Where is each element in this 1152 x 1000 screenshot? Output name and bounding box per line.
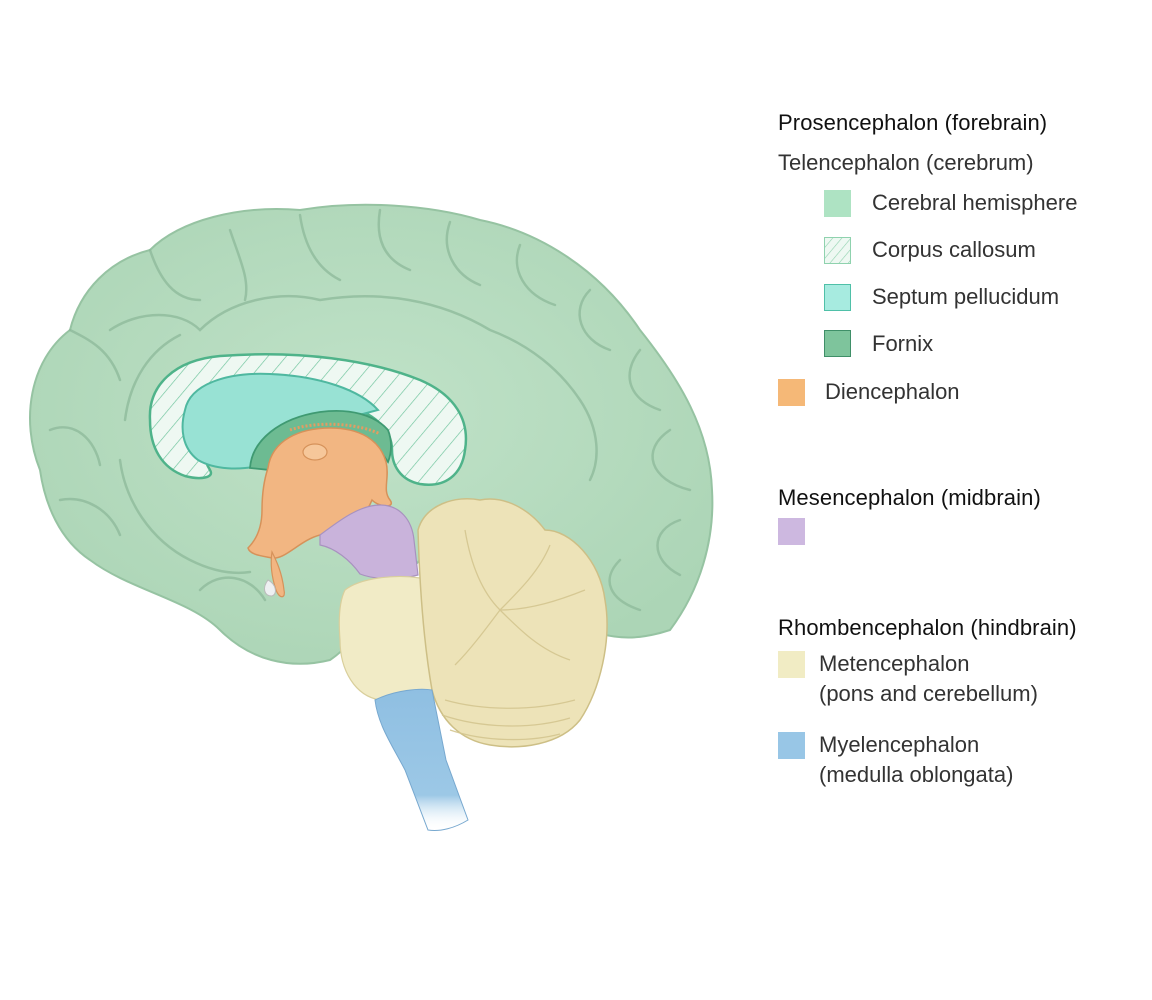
legend-label-myelencephalon: Myelencephalon [819, 732, 980, 757]
legend-label-myelencephalon-detail: (medulla oblongata) [819, 762, 1014, 787]
legend-label-diencephalon: Diencephalon [825, 379, 960, 404]
legend-subheading-telencephalon: Telencephalon (cerebrum) [778, 150, 1034, 175]
diencephalon [247, 422, 393, 598]
legend-label-metencephalon-detail: (pons and cerebellum) [819, 681, 1038, 706]
brain-midsagittal-illustration [29, 203, 714, 831]
swatch-fornix [824, 330, 851, 357]
legend-heading-rhombencephalon: Rhombencephalon (hindbrain) [778, 615, 1077, 640]
mesencephalon-midbrain [319, 504, 419, 580]
legend-label-corpus-callosum: Corpus callosum [872, 237, 1036, 262]
swatch-myelencephalon [778, 732, 805, 759]
swatch-mesencephalon [778, 518, 805, 545]
swatch-metencephalon [778, 651, 805, 678]
myelencephalon-medulla [374, 688, 469, 831]
swatch-corpus-callosum [824, 237, 851, 264]
legend-heading-prosencephalon: Prosencephalon (forebrain) [778, 110, 1048, 135]
legend-label-septum-pellucidum: Septum pellucidum [872, 284, 1060, 309]
legend-label-cerebral-hemisphere: Cerebral hemisphere [872, 190, 1078, 215]
swatch-septum-pellucidum [824, 284, 851, 311]
swatch-diencephalon [778, 379, 805, 406]
swatch-cerebral-hemisphere [824, 190, 851, 217]
pons [338, 575, 433, 703]
legend-label-fornix: Fornix [872, 331, 934, 356]
legend-heading-mesencephalon: Mesencephalon (midbrain) [778, 485, 1041, 510]
legend-label-metencephalon: Metencephalon [819, 651, 970, 676]
